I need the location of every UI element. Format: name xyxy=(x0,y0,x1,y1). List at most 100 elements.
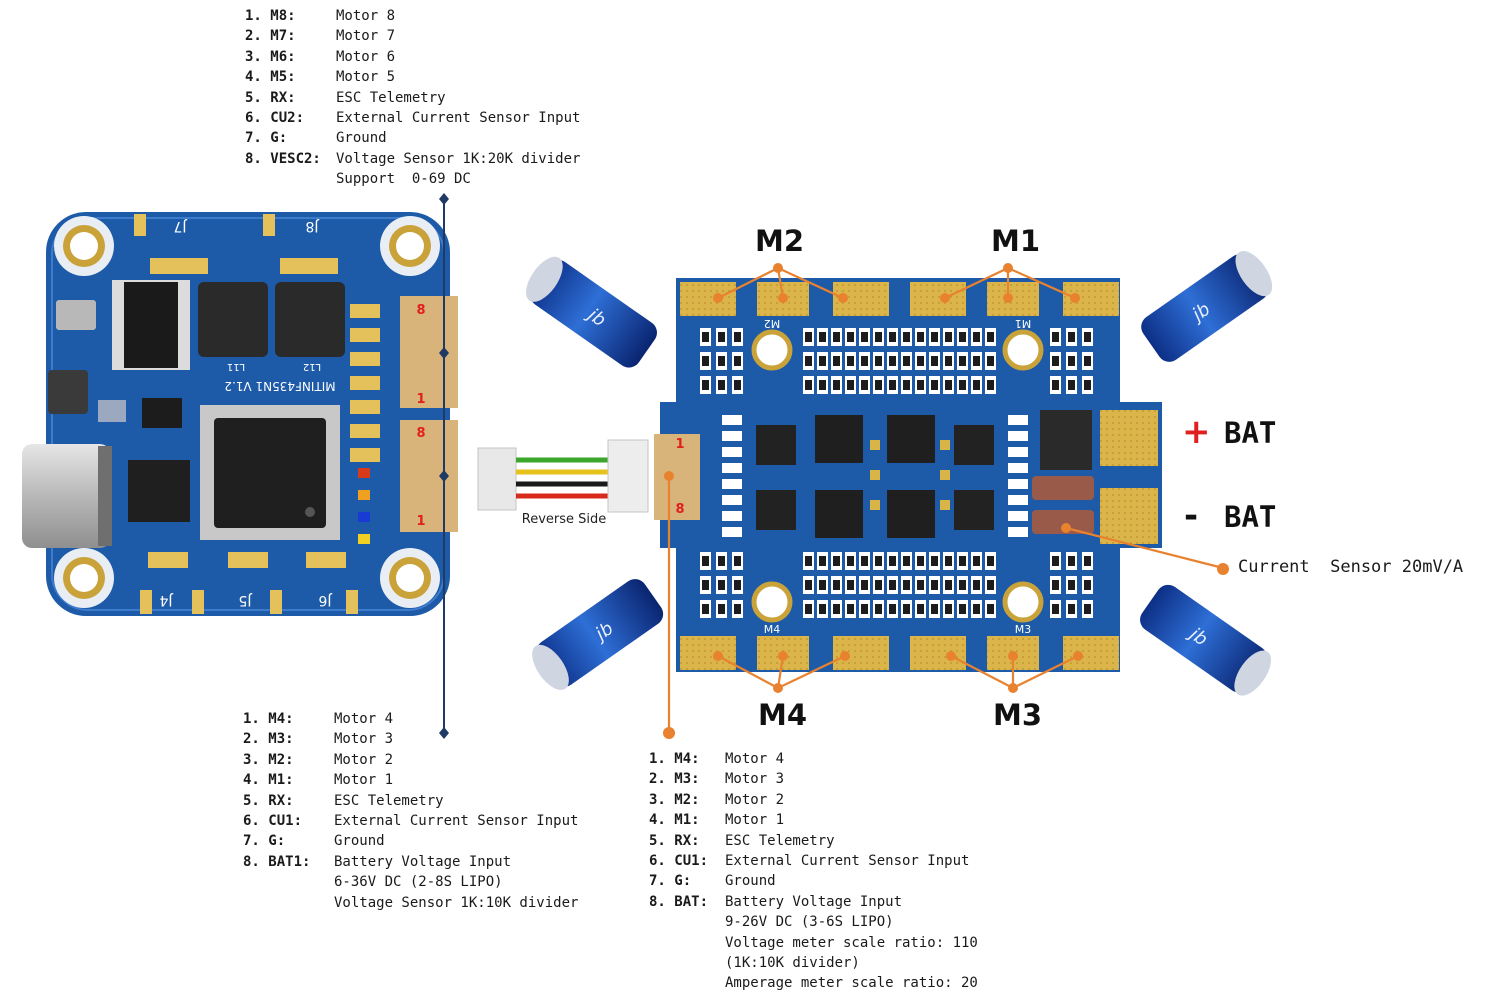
pin-number: 4. M1: xyxy=(649,812,700,829)
smd-component xyxy=(734,380,741,390)
pin-number: 8. BAT: xyxy=(649,893,709,910)
smd-component xyxy=(931,580,938,590)
pin-row: 1. M8:Motor 8 xyxy=(245,6,580,26)
pin-description: Motor 7 xyxy=(336,28,396,45)
smd-component xyxy=(847,380,854,390)
smd-component xyxy=(973,332,980,342)
smd-component xyxy=(1052,604,1059,614)
smd-component xyxy=(702,580,709,590)
pin-number: 5. RX: xyxy=(649,832,700,849)
pin-description: Motor 3 xyxy=(334,731,394,748)
pin-row: 7. G:Ground xyxy=(245,128,580,148)
smd-component xyxy=(903,580,910,590)
pin-description: Motor 4 xyxy=(725,751,785,767)
smd-component xyxy=(805,556,812,566)
pin-number: 5. RX: xyxy=(243,792,294,809)
silk-esc-conn-1: 1 xyxy=(675,437,684,452)
fc-right-pads xyxy=(350,304,380,544)
pin-description: Motor 8 xyxy=(336,8,396,24)
pin-row: 3. M6:Motor 6 xyxy=(245,47,580,67)
smd-component xyxy=(847,332,854,342)
smd-component xyxy=(847,604,854,614)
pin-row: 5. RX: ESC Telemetry xyxy=(243,791,578,811)
flight-controller-board: J7 J8 L11 L12 MITINF435N1 V1.2 xyxy=(22,212,458,616)
smd-component xyxy=(722,479,742,489)
smd-component xyxy=(889,580,896,590)
pin-description: Motor 5 xyxy=(336,69,396,86)
smd-component xyxy=(1084,380,1091,390)
boot-button xyxy=(48,370,88,414)
pin-note: Support 0-69 DC xyxy=(336,171,471,188)
silk-fc-name: MITINF435N1 V1.2 xyxy=(224,379,335,393)
motor-label-m4: M4 xyxy=(758,698,808,732)
capacitor-bottom-right: jb xyxy=(1140,584,1271,696)
cable-label: Reverse Side xyxy=(522,512,607,527)
pin-row: 3. M2:Motor 2 xyxy=(649,790,978,810)
smd-component xyxy=(718,556,725,566)
pin-row: 2. M7:Motor 7 xyxy=(245,26,580,46)
smd-component xyxy=(819,580,826,590)
pin-description: External Current Sensor Input xyxy=(725,853,970,870)
smd-component xyxy=(833,556,840,566)
pin-number: 3. M2: xyxy=(649,791,700,808)
smd-component xyxy=(917,580,924,590)
smd-component xyxy=(917,556,924,566)
pin-number: 6. CU1: xyxy=(243,813,303,830)
pin-description: External Current Sensor Input xyxy=(336,110,581,127)
pin-row: 5. RX:ESC Telemetry xyxy=(245,88,580,108)
smd-component xyxy=(903,604,910,614)
smd-component xyxy=(1008,415,1028,425)
smd-component xyxy=(722,431,742,441)
pin-number: 4. M5: xyxy=(245,69,296,86)
smd-component xyxy=(819,356,826,366)
pin-description: Ground xyxy=(725,873,776,890)
silk-l12: L12 xyxy=(303,361,321,372)
pin-row: 6. CU1:External Current Sensor Input xyxy=(649,851,978,871)
smd-component xyxy=(973,380,980,390)
pin-number: 6. CU2: xyxy=(245,110,305,127)
pin-description: Battery Voltage Input xyxy=(334,853,512,870)
smd-component xyxy=(875,604,882,614)
capacitor-top-right: jb xyxy=(1141,250,1273,362)
silk-conn-top-1: 1 xyxy=(416,392,425,407)
silk-esc-conn-8: 8 xyxy=(675,502,684,517)
pin-row: 4. M5: Motor 5 xyxy=(245,67,580,87)
smd-component xyxy=(889,604,896,614)
bat-minus-label: BAT xyxy=(1224,500,1277,534)
pin-row: 6. CU1:External Current Sensor Input xyxy=(243,811,578,831)
smd-component xyxy=(870,500,880,510)
pin-number: 3. M6: xyxy=(245,48,296,65)
smd-component xyxy=(1008,463,1028,473)
smd-component xyxy=(702,332,709,342)
pin-description: Motor 3 xyxy=(725,771,785,788)
smd-component xyxy=(931,332,938,342)
silk-conn-bot-8: 8 xyxy=(416,426,425,441)
smd-component xyxy=(718,580,725,590)
pin-description: Ground xyxy=(334,833,385,850)
pin-number: 7. G: xyxy=(245,130,288,147)
motor-label-m1: M1 xyxy=(991,224,1041,258)
smd-component xyxy=(1052,580,1059,590)
smd-component xyxy=(1068,332,1075,342)
pin-number: 2. M3: xyxy=(243,731,294,748)
esc-pcb xyxy=(660,278,1162,672)
smd-component xyxy=(734,332,741,342)
smd-component xyxy=(1068,556,1075,566)
pin-note: Voltage meter scale ratio: 110 xyxy=(725,934,978,951)
smd-component xyxy=(1068,380,1075,390)
pin-description: ESC Telemetry xyxy=(334,792,444,809)
current-sensor-label: Current Sensor 20mV/A xyxy=(1238,557,1464,577)
smd-component xyxy=(917,356,924,366)
pin-number: 8. BAT1: xyxy=(243,853,311,870)
capacitor-bottom-left: jb xyxy=(532,579,664,690)
smd-component xyxy=(833,356,840,366)
smd-component xyxy=(861,580,868,590)
chip-flash xyxy=(124,282,178,368)
smd-component xyxy=(903,556,910,566)
smd-component xyxy=(702,356,709,366)
silk-esc-m1: M1 xyxy=(1015,317,1032,330)
smd-component xyxy=(847,556,854,566)
fc-top-pads xyxy=(134,214,338,274)
